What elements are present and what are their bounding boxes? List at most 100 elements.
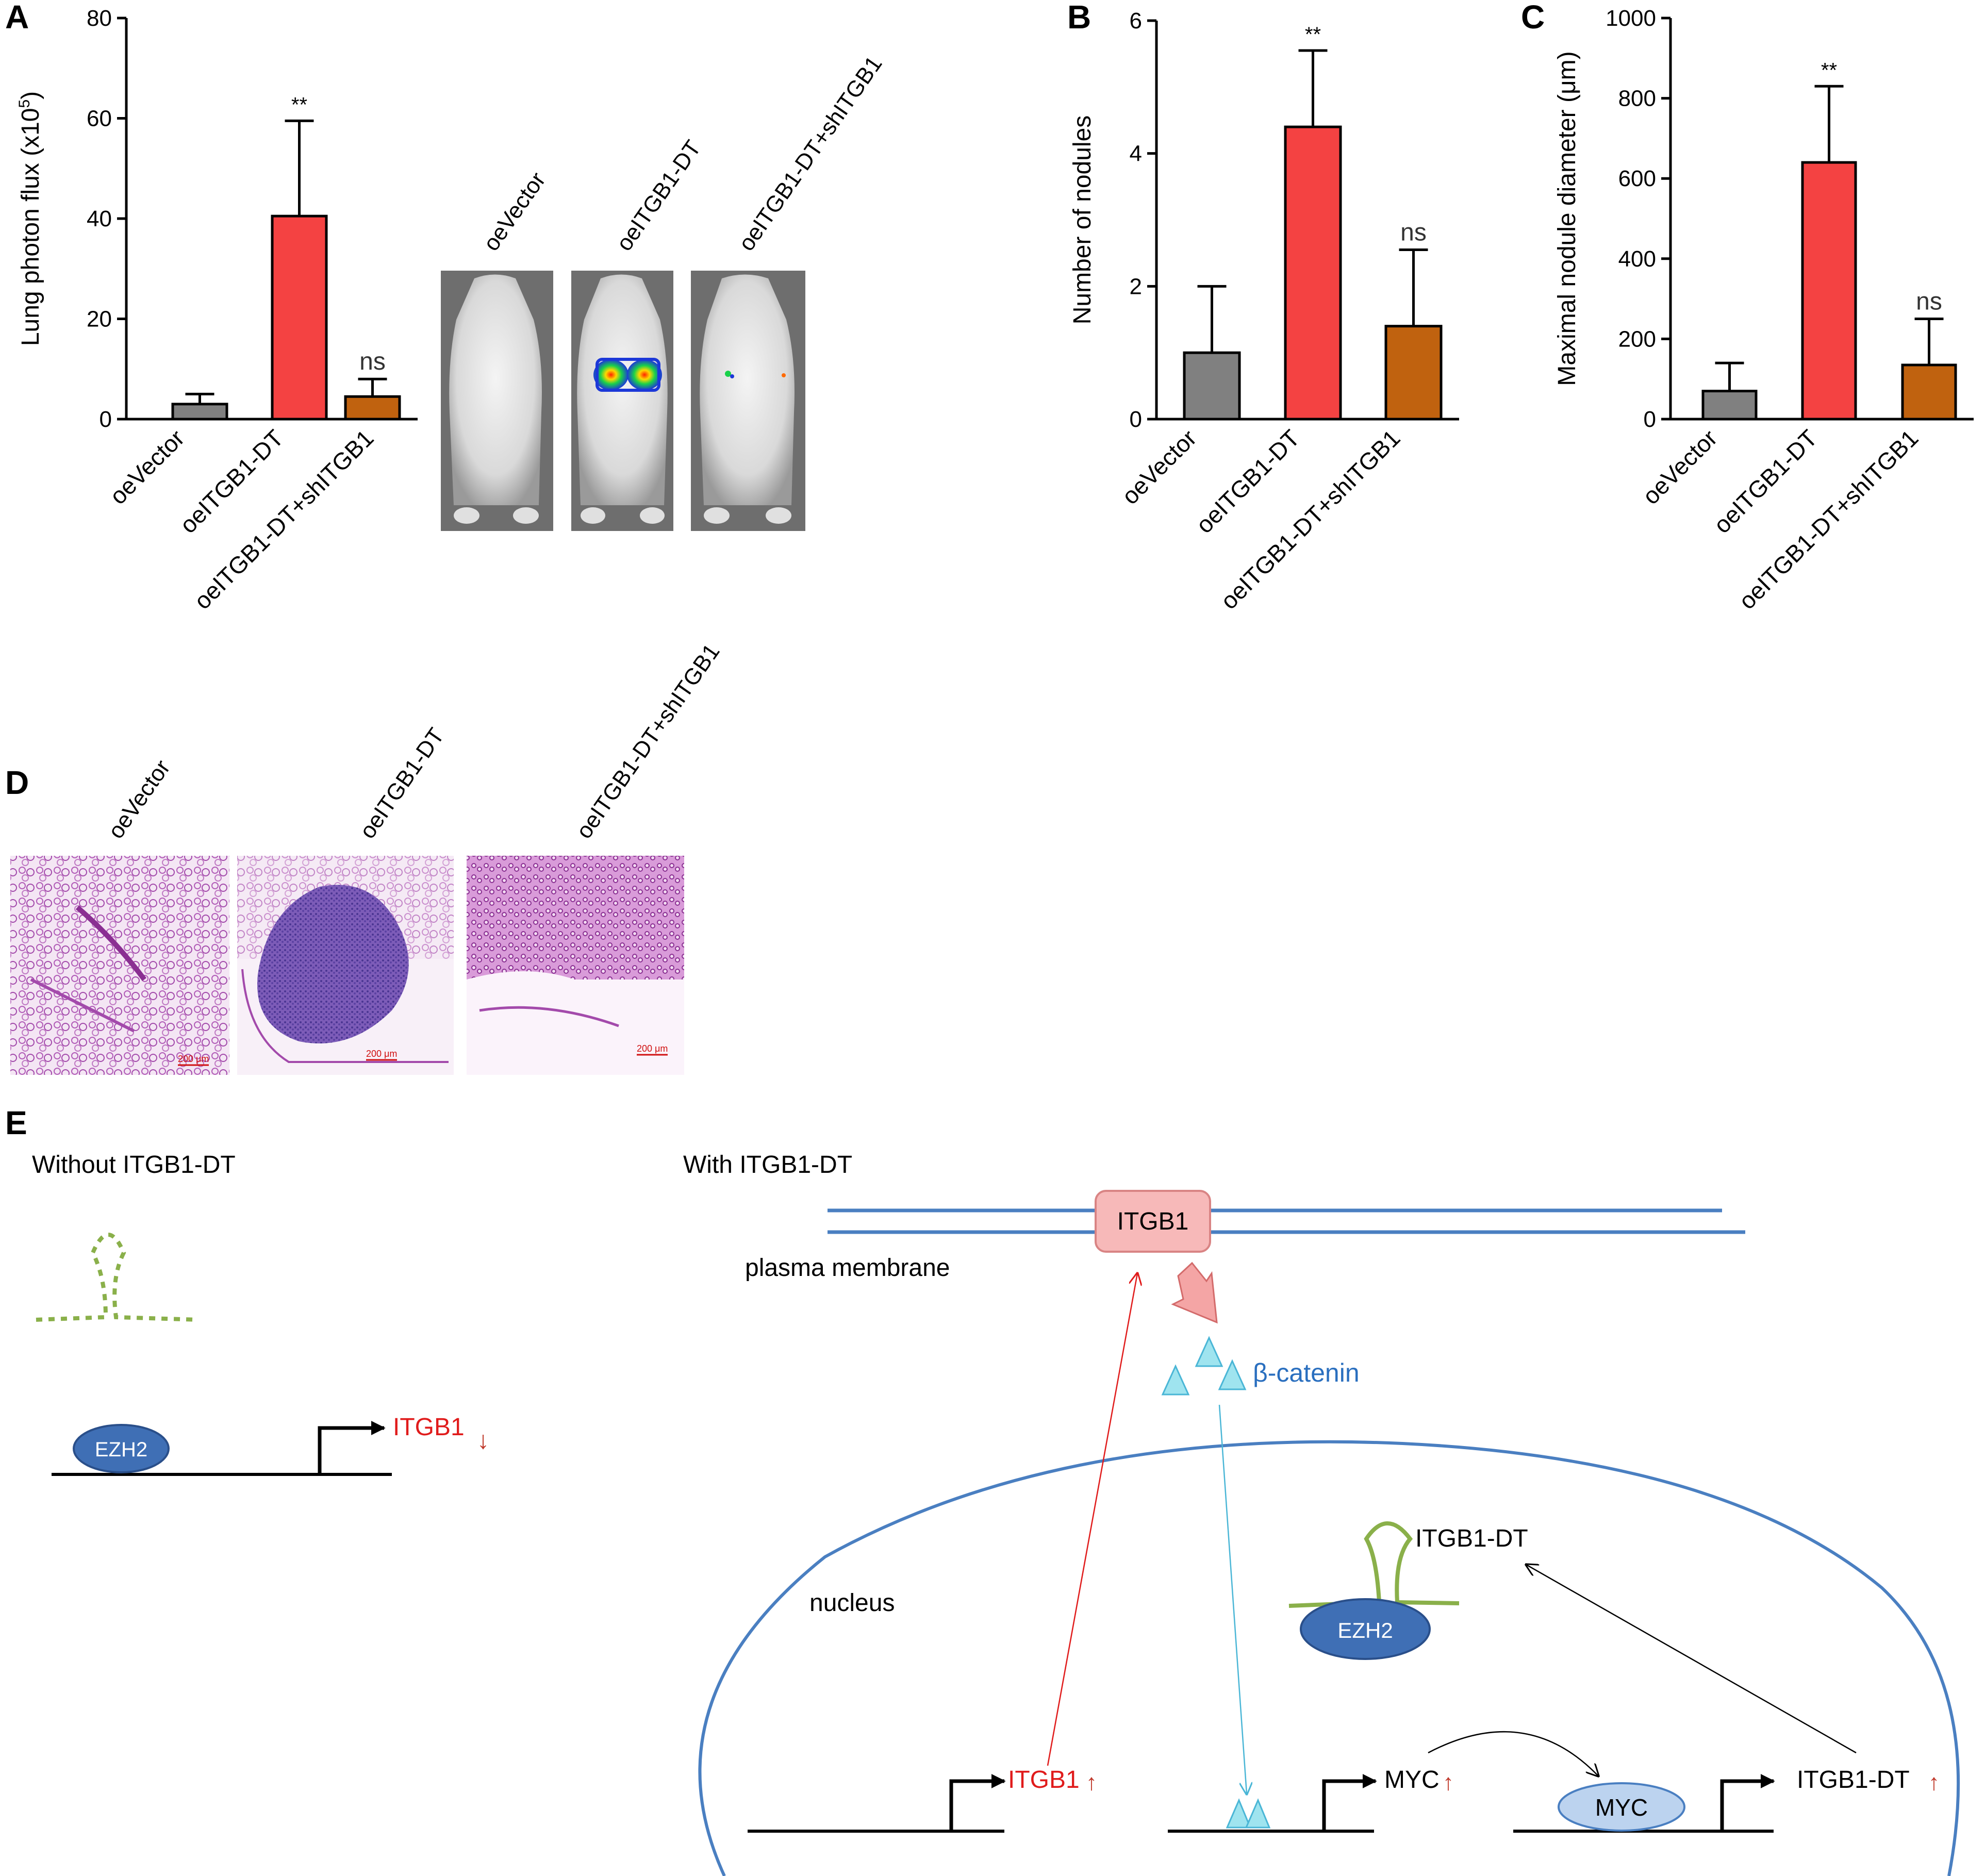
down-arrow-icon: ↓ <box>477 1427 489 1454</box>
y-axis-label-superscript: 5 <box>16 99 33 108</box>
ezh2-bound <box>1300 1598 1431 1660</box>
x-tick-label: oeVector <box>104 424 189 509</box>
histology-image-oeitgb1-dt-shitgb1: 200 μm <box>467 856 684 1075</box>
myc-protein <box>1558 1782 1685 1832</box>
y-tick-label: 0 <box>1130 407 1142 432</box>
arrow-gene-to-lncrna <box>1526 1565 1857 1754</box>
significance-label: ns <box>359 348 386 375</box>
bar <box>344 395 401 421</box>
itgb1-receptor <box>1095 1190 1211 1253</box>
up-arrow-icon-itgb1-dt: ↑ <box>1928 1770 1940 1795</box>
y-tick-label: 200 <box>1618 326 1656 352</box>
itgb1-gene-label: ITGB1 <box>1008 1766 1080 1794</box>
itgb1-dt-gene-label: ITGB1-DT <box>1797 1766 1910 1794</box>
arrow-beta-catenin-to-nucleus <box>1218 1404 1247 1794</box>
bar <box>1183 351 1241 421</box>
without-itgb1-dt-title: Without ITGB1-DT <box>32 1151 236 1178</box>
lncrna-bound <box>1288 1521 1460 1608</box>
with-itgb1-dt-title: With ITGB1-DT <box>683 1151 852 1178</box>
histology-image-oeitgb1-dt: 200 μm <box>237 856 454 1075</box>
y-tick-label: 600 <box>1618 166 1656 191</box>
histology-panel: oeVector oeITGB1-DT oeITGB1-DT+shITGB1 2… <box>10 639 725 1075</box>
myc-protein-label: MYC <box>1595 1794 1648 1821</box>
bar <box>1801 161 1857 421</box>
signal-arrow-icon <box>1171 1261 1218 1324</box>
y-tick-label: 6 <box>1130 8 1142 34</box>
x-tick-label: oeITGB1-DT <box>1190 424 1304 538</box>
y-tick-label: 40 <box>87 206 112 231</box>
promoter-arrow-itgb1 <box>949 1774 1006 1831</box>
histology-image-oevector: 200 μm <box>10 856 229 1075</box>
promoter-arrow-without <box>318 1421 386 1474</box>
y-tick-label: 1000 <box>1606 6 1656 31</box>
panel-letter-a: A <box>5 0 29 36</box>
x-tick-label: oeITGB1-DT <box>1708 424 1822 538</box>
y-tick-label: 80 <box>87 6 112 31</box>
scale-bar-label-oevector: 200 μm <box>178 1054 209 1064</box>
significance-label: ns <box>1400 219 1427 246</box>
x-tick-label: oeITGB1-DT+shITGB1 <box>1733 424 1923 614</box>
y-axis-label-end: ) <box>17 91 44 99</box>
arrow-myc-to-protein <box>1428 1731 1598 1776</box>
scale-bar-label-oeitgb1-dt-shitgb1: 200 μm <box>637 1043 668 1054</box>
beta-catenin-bound-1 <box>1226 1798 1252 1829</box>
beta-catenin-bound-2 <box>1245 1798 1271 1829</box>
significance-label: ** <box>1305 23 1321 46</box>
myc-gene-label: MYC <box>1384 1766 1440 1794</box>
y-axis-label: Lung photon flux (x105) <box>16 91 44 346</box>
bar <box>1384 325 1443 421</box>
itgb1-without-label: ITGB1 <box>393 1414 465 1441</box>
imaging-panel: oeVector oeITGB1-DT oeITGB1-DT+shITGB1 <box>441 52 887 531</box>
promoter-arrow-myc <box>1322 1774 1377 1831</box>
bar <box>1701 390 1758 421</box>
bar <box>1901 363 1957 421</box>
imaging-label-oeitgb1-dt-shitgb1: oeITGB1-DT+shITGB1 <box>734 52 887 256</box>
mouse-image-oeitgb1-dt-shitgb1 <box>691 271 805 531</box>
beta-catenin-label: β-catenin <box>1253 1358 1360 1387</box>
nucleus-envelope <box>698 1440 1960 1876</box>
y-tick-label: 4 <box>1130 141 1142 167</box>
significance-label: ns <box>1916 288 1942 316</box>
up-arrow-icon-itgb1: ↑ <box>1086 1770 1097 1795</box>
scale-bar-label-oeitgb1-dt: 200 μm <box>366 1049 397 1059</box>
itgb1-dt-bound-label: ITGB1-DT <box>1415 1525 1528 1552</box>
panel-letter-b: B <box>1067 0 1091 36</box>
chart-a: 020406080oeVector**oeITGB1-DTnsoeITGB1-D… <box>16 6 418 615</box>
bar <box>271 214 328 421</box>
panel-letter-d: D <box>5 764 29 801</box>
significance-label: ** <box>1821 59 1837 81</box>
mouse-image-oevector <box>441 271 553 531</box>
histology-label-oeitgb1-dt-shitgb1: oeITGB1-DT+shITGB1 <box>571 639 725 843</box>
lung-signal-right <box>627 359 662 390</box>
panel-letter-c: C <box>1521 0 1545 36</box>
y-tick-label: 20 <box>87 307 112 332</box>
lung-signal-left <box>593 359 628 390</box>
y-axis-label: Number of nodules <box>1069 115 1096 325</box>
x-tick-label: oeITGB1-DT+shITGB1 <box>189 424 378 614</box>
imaging-label-oevector: oeVector <box>478 168 551 255</box>
histology-label-oeitgb1-dt: oeITGB1-DT <box>355 723 449 843</box>
y-tick-label: 60 <box>87 106 112 131</box>
x-tick-label: oeITGB1-DT+shITGB1 <box>1215 424 1405 614</box>
histology-label-oevector: oeVector <box>103 755 175 843</box>
plasma-membrane-label: plasma membrane <box>745 1254 950 1282</box>
y-tick-label: 800 <box>1618 86 1656 111</box>
mouse-image-oeitgb1-dt <box>571 271 673 531</box>
x-tick-label: oeVector <box>1116 424 1201 509</box>
y-tick-label: 0 <box>1644 407 1656 432</box>
imaging-label-oeitgb1-dt: oeITGB1-DT <box>611 136 706 255</box>
chart-b: 0246oeVector**oeITGB1-DTnsoeITGB1-DT+shI… <box>1069 8 1459 615</box>
ezh2-bound-label: EZH2 <box>1337 1618 1393 1642</box>
lncrna-dotted <box>36 1233 199 1322</box>
bar <box>1284 125 1342 421</box>
y-tick-label: 400 <box>1618 246 1656 272</box>
arrow-itgb1-to-receptor <box>1047 1273 1137 1766</box>
y-axis-label: Maximal nodule diameter (μm) <box>1553 51 1581 386</box>
x-tick-label: oeVector <box>1637 424 1722 509</box>
beta-catenin-cluster <box>1161 1336 1247 1396</box>
ezh2-without <box>73 1424 170 1473</box>
chart-c: 0 200 400 600 800 1000 oeVector ** oeITGB1-DT ns o… <box>1553 6 1974 615</box>
mechanism-diagram: Without ITGB1-DT EZH2 ITGB1 ↓ With ITGB1… <box>32 1151 1960 1876</box>
significance-label: ** <box>291 93 307 116</box>
